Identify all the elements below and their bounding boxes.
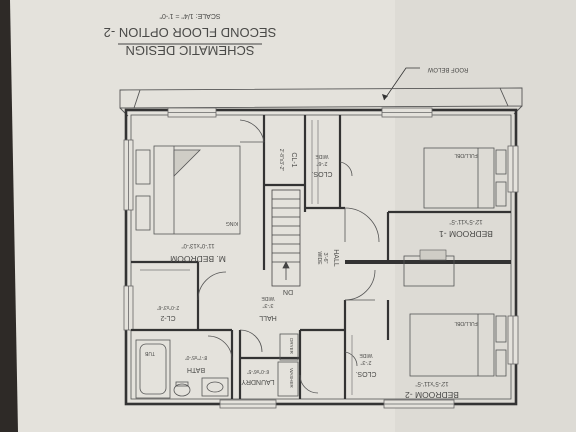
room-name-hall-upper: HALL	[332, 249, 339, 267]
room-name-cl2: CL-2	[160, 314, 175, 321]
room-name-bedroom2: BEDROOM -2	[405, 390, 459, 400]
label-hall-lower: HALL 3'-3" WIDE	[259, 295, 277, 321]
room-name-closet-upper: CLOS.	[311, 170, 332, 177]
room-name-closet-lower: CLOS.	[355, 370, 376, 377]
bath-fixtures	[135, 339, 229, 399]
label-closet-upper: CLOS. 2'-6" WIDE	[311, 153, 332, 177]
room-name-cl1: CL-1	[290, 152, 297, 167]
label-bedroom2: BEDROOM -2 12'-5"x11'-5"	[405, 380, 459, 400]
label-bath: BATH 8'-7"x5'-0"	[185, 354, 208, 373]
label-cl2: CL-2 2'-0"x3'-6"	[157, 304, 180, 321]
room-size-bath: 8'-7"x5'-0"	[185, 354, 208, 360]
room-sub-hall-lower: WIDE	[261, 295, 275, 301]
tub-label: TUB	[144, 350, 155, 356]
room-size-closet-lower: 2'-3"	[360, 359, 371, 365]
exterior-walls	[124, 108, 518, 406]
label-hall-upper: HALL 3'-6" WIDE	[316, 249, 339, 267]
bedroom2-bed-label: FULL/DBL	[454, 320, 478, 326]
bedroom1-bed-label: FULL/DBL	[454, 152, 478, 158]
room-sub-closet-upper: WIDE	[315, 153, 329, 159]
hall-runner	[419, 249, 447, 261]
room-size-master: 11'-0"x13'-0"	[181, 242, 214, 248]
room-size-bedroom1: 12'-5"x11'-5"	[449, 218, 482, 224]
bedroom2-bed	[409, 313, 507, 377]
doors	[197, 119, 380, 394]
room-name-bath: BATH	[187, 366, 205, 373]
king-bed	[135, 145, 241, 235]
room-size-bedroom2: 12'-5"x11'-5"	[415, 380, 448, 386]
room-name-hall-lower: HALL	[259, 314, 277, 321]
label-laundry: LAUNDRY 6'-0"x6'-5"	[241, 368, 275, 385]
label-closet-lower: CLOS. 2'-3" WIDE	[355, 352, 376, 377]
room-size-hall-lower: 3'-3"	[262, 302, 273, 308]
stair-dn-label: DN	[283, 288, 293, 295]
room-sub-closet-lower: WIDE	[359, 352, 373, 358]
laundry-fixtures	[277, 333, 299, 397]
closet-rods	[140, 120, 353, 395]
roof-leader	[383, 67, 420, 101]
room-sub-hall-upper: WIDE	[316, 251, 322, 265]
sheet-subtitle: SECOND FLOOR OPTION -2	[104, 25, 277, 40]
room-size-closet-upper: 2'-6"	[316, 160, 327, 166]
stair	[271, 189, 301, 287]
dryer-label: DRYER	[289, 338, 294, 354]
label-master-bedroom: M. BEDROOM 11'-0"x13'-0"	[170, 242, 226, 264]
room-name-bedroom1: BEDROOM -1	[439, 229, 493, 239]
sheet-scale: SCALE: 1/4" = 1'-0"	[159, 12, 220, 19]
sheet-title: SCHEMATIC DESIGN	[125, 43, 254, 58]
room-size-cl1: 2'-8"x3'-2"	[278, 149, 284, 172]
king-bed-label: KING	[226, 220, 238, 226]
exterior-wall-inner	[130, 114, 512, 400]
paper-shadow	[395, 0, 576, 432]
roof-below-note: ROOF BELOW	[427, 66, 468, 72]
label-cl1: CL-1 2'-8"x3'-2"	[278, 149, 297, 172]
room-size-cl2: 2'-0"x3'-6"	[157, 304, 180, 310]
roof-leader-arrow	[382, 94, 388, 100]
room-size-laundry: 6'-0"x6'-5"	[247, 368, 270, 374]
washer-label: WASHER	[289, 368, 294, 388]
bedroom1-bed	[423, 147, 507, 209]
windows	[123, 107, 519, 409]
room-name-master: M. BEDROOM	[170, 254, 226, 264]
room-size-hall-upper: 3'-6"	[322, 253, 328, 264]
label-bedroom1: BEDROOM -1 12'-5"x11'-5"	[439, 218, 493, 239]
room-name-laundry: LAUNDRY	[241, 378, 275, 385]
title-block: SCHEMATIC DESIGN SECOND FLOOR OPTION -2 …	[104, 12, 277, 58]
